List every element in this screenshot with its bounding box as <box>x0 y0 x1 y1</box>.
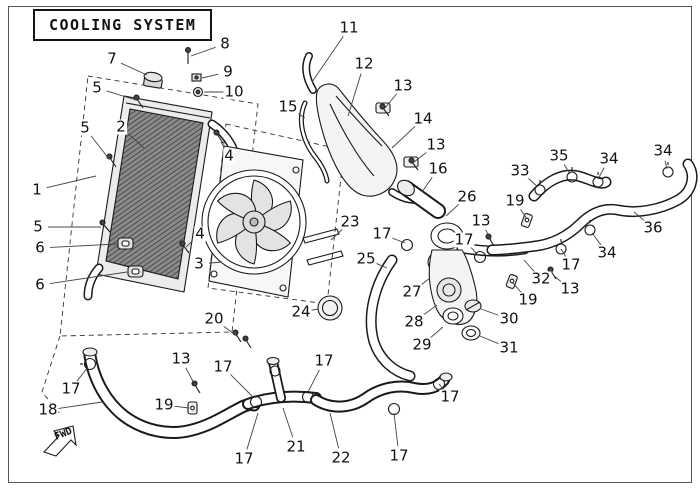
callout-31: 31 <box>498 338 520 357</box>
callout-34: 34 <box>652 141 674 160</box>
callout-17: 17 <box>313 351 335 370</box>
callout-21: 21 <box>285 437 307 456</box>
bottom-hoses-art <box>80 228 487 439</box>
callout-13: 13 <box>425 135 447 154</box>
callout-24: 24 <box>290 302 312 321</box>
callout-33: 33 <box>509 161 531 180</box>
callout-34: 34 <box>598 149 620 168</box>
callout-19: 19 <box>517 290 539 309</box>
callout-13: 13 <box>470 211 492 230</box>
fwd-arrow-icon <box>43 425 77 457</box>
radiator-cap-icon <box>143 71 163 83</box>
callout-20: 20 <box>203 309 225 328</box>
callout-25: 25 <box>355 249 377 268</box>
callout-2: 2 <box>115 117 127 136</box>
callout-17: 17 <box>212 357 234 376</box>
callout-35: 35 <box>548 146 570 165</box>
callout-13: 13 <box>559 279 581 298</box>
callout-28: 28 <box>403 312 425 331</box>
fwd-marker: FWD <box>43 425 77 457</box>
callout-18: 18 <box>37 400 59 419</box>
callout-30: 30 <box>498 309 520 328</box>
callout-17: 17 <box>371 224 393 243</box>
callout-19: 19 <box>153 395 175 414</box>
callout-34: 34 <box>596 243 618 262</box>
callout-11: 11 <box>338 18 360 37</box>
callout-4: 4 <box>223 146 235 165</box>
callout-8: 8 <box>219 34 231 53</box>
callout-17: 17 <box>439 387 461 406</box>
callout-7: 7 <box>106 49 118 68</box>
callout-3: 3 <box>193 254 205 273</box>
callout-16: 16 <box>427 159 449 178</box>
callout-4: 4 <box>194 224 206 243</box>
callout-19: 19 <box>504 191 526 210</box>
callout-15: 15 <box>277 97 299 116</box>
callout-9: 9 <box>222 62 234 81</box>
diagram-title: COOLING SYSTEM <box>33 9 213 41</box>
callout-5: 5 <box>32 217 44 236</box>
callout-17: 17 <box>453 230 475 249</box>
callout-29: 29 <box>411 335 433 354</box>
callout-6: 6 <box>34 275 46 294</box>
callout-5: 5 <box>79 118 91 137</box>
callout-22: 22 <box>330 448 352 467</box>
callout-32: 32 <box>530 269 552 288</box>
callout-6: 6 <box>34 238 46 257</box>
callout-26: 26 <box>456 187 478 206</box>
callout-1: 1 <box>31 180 43 199</box>
callout-13: 13 <box>392 76 414 95</box>
callout-13: 13 <box>170 349 192 368</box>
callout-14: 14 <box>412 109 434 128</box>
callout-17: 17 <box>560 255 582 274</box>
callout-17: 17 <box>388 446 410 465</box>
callout-27: 27 <box>401 282 423 301</box>
callout-23: 23 <box>339 212 361 231</box>
callout-5: 5 <box>91 78 103 97</box>
callout-17: 17 <box>60 379 82 398</box>
callout-36: 36 <box>642 218 664 237</box>
fan-art <box>201 145 307 298</box>
callout-12: 12 <box>353 54 375 73</box>
callout-17: 17 <box>233 449 255 468</box>
callout-10: 10 <box>223 82 245 101</box>
